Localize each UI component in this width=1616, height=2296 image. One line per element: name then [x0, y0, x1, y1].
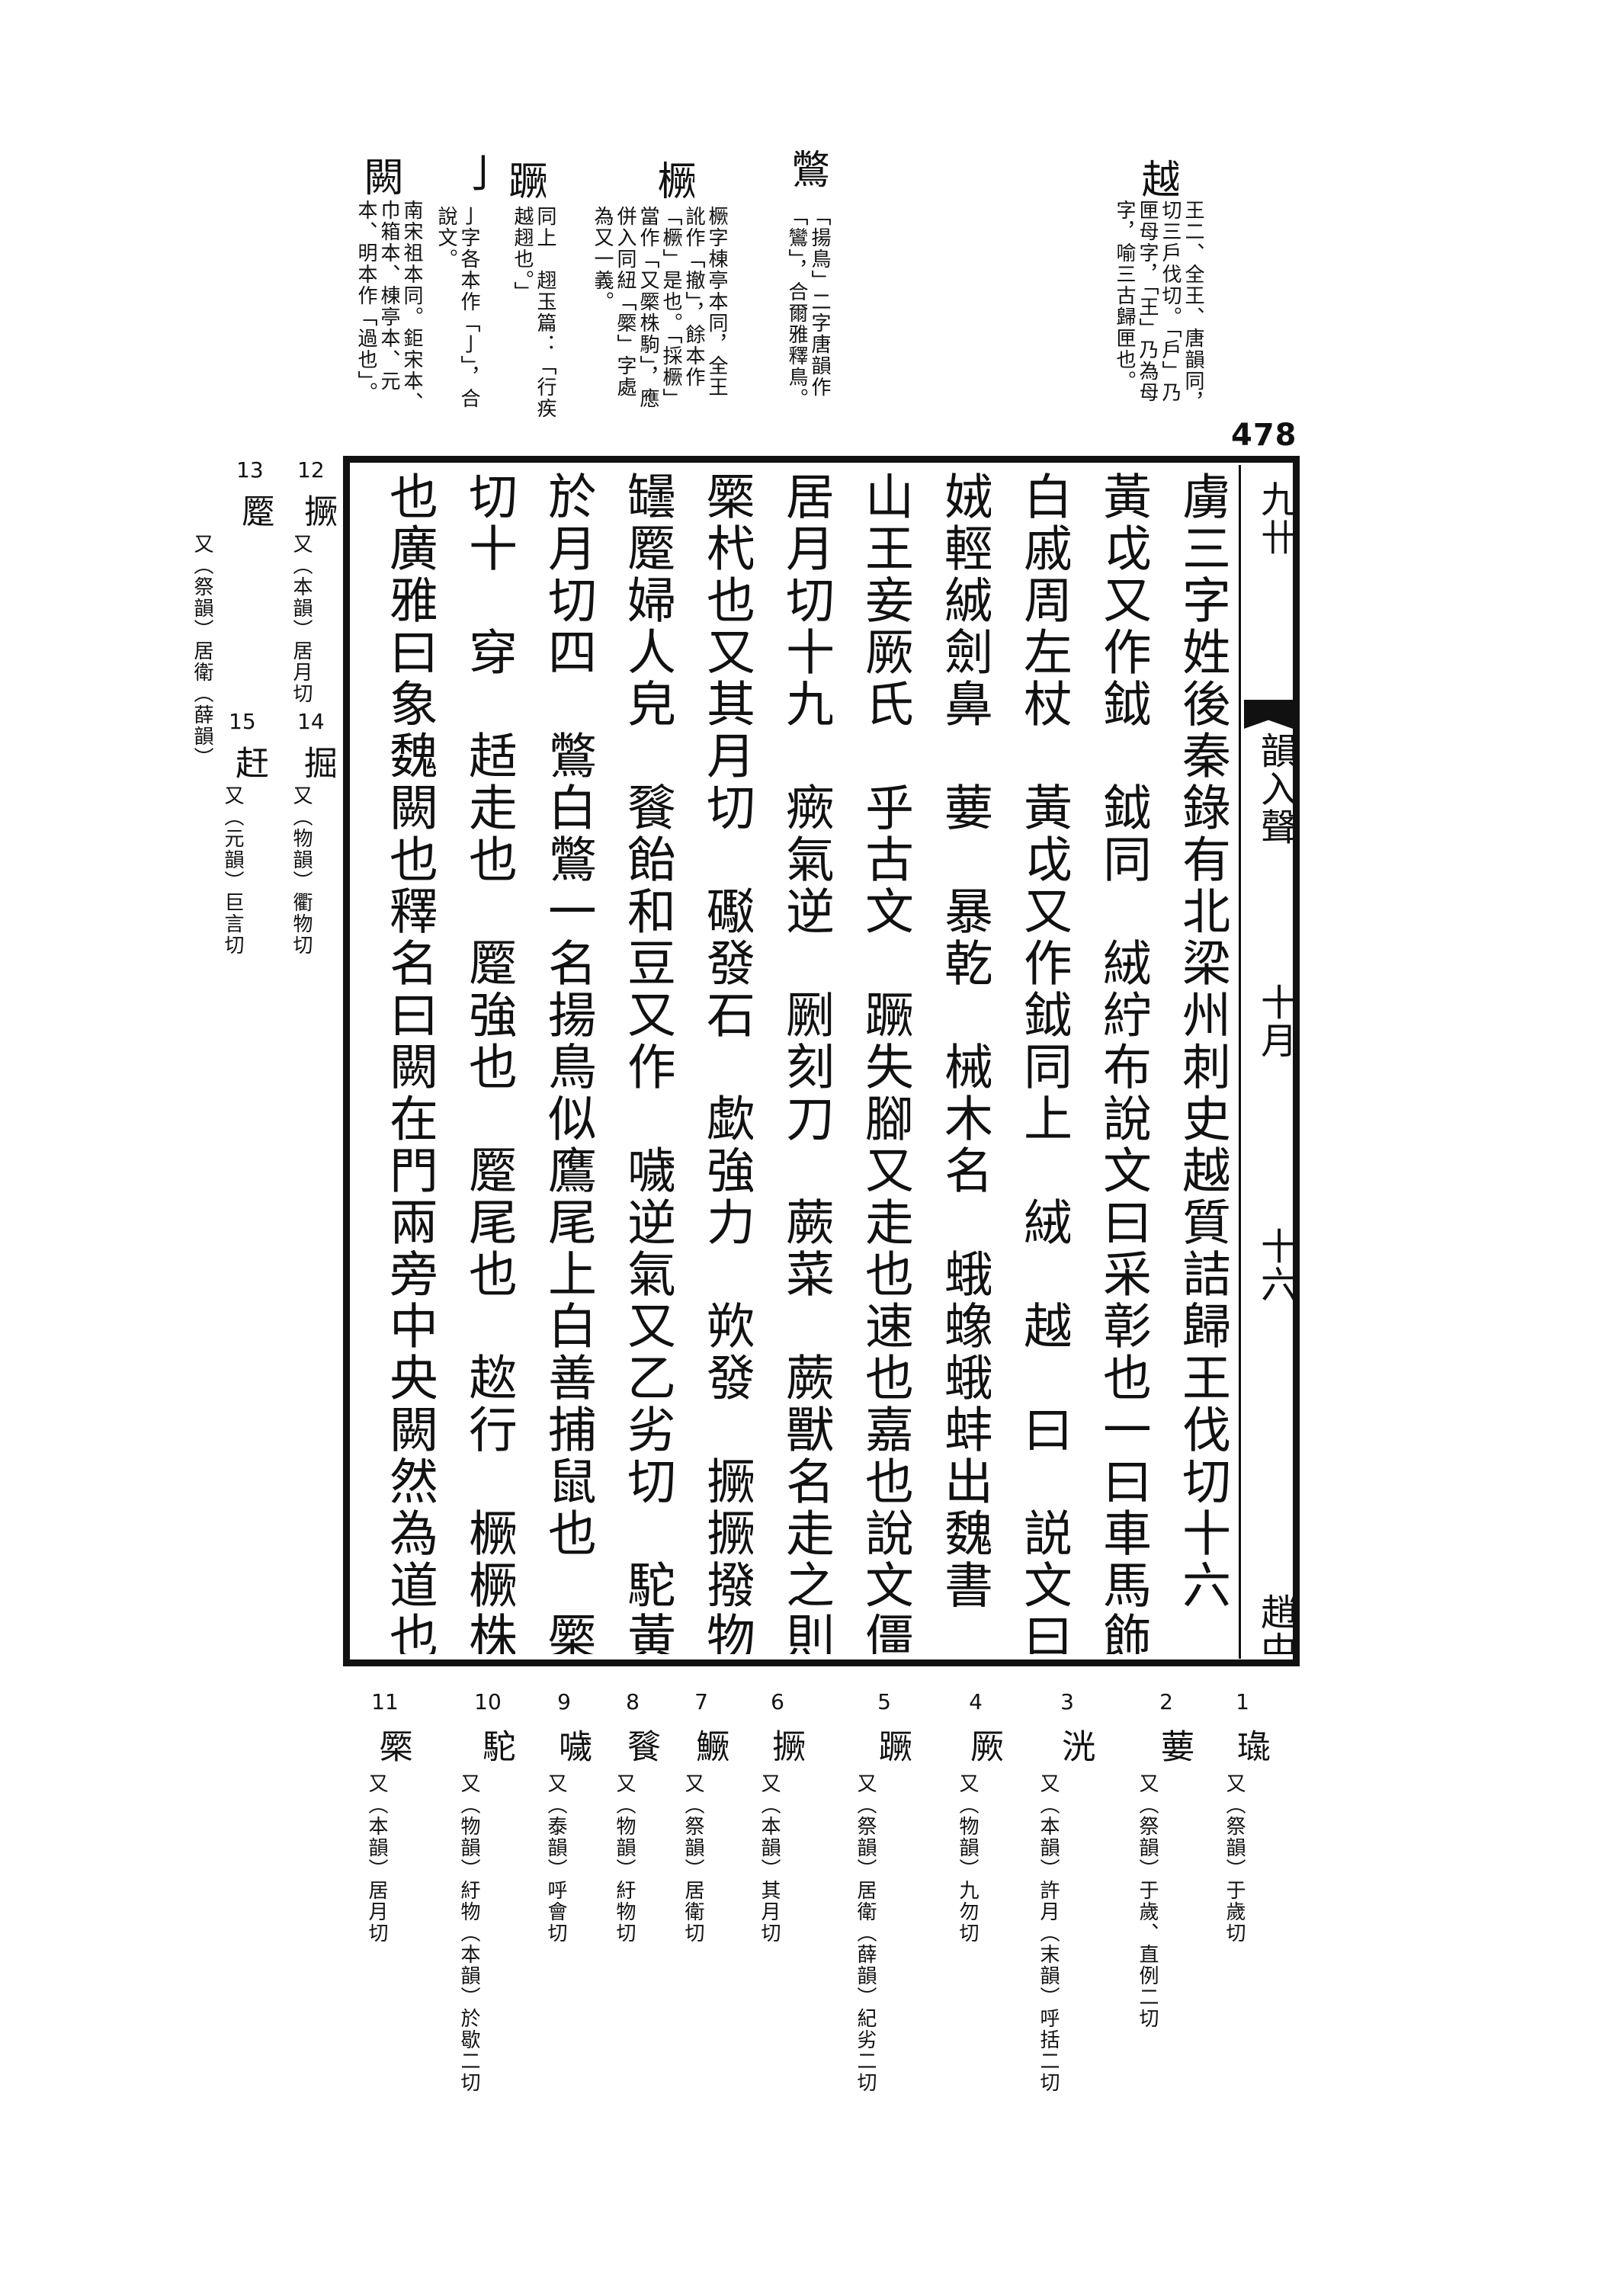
page-frame — [343, 456, 1300, 1666]
note-line-1-4: 字，喻三古歸匣也。 — [1113, 200, 1136, 392]
note-line-6-3: 本、明本作「過也」。 — [354, 200, 377, 403]
footnote-body: 又（本韻）其月切 — [758, 1773, 781, 1944]
side-note-head: 赶 — [229, 746, 268, 779]
footnote-number: 5 — [877, 1689, 891, 1714]
footnote-body: 又（泰韻）呼會切 — [544, 1773, 567, 1944]
header-volume: 九卄 — [1254, 480, 1297, 556]
note-line-3-1: 橛字棟亭本同，全王 — [705, 206, 728, 398]
note-line-3-4: 當作「又橜株駒」，應 — [636, 206, 659, 409]
header-rule — [1239, 465, 1241, 1659]
note-line-5-1: 亅字各本作「亅」，合 — [457, 206, 480, 409]
footnote-number: 3 — [1060, 1689, 1074, 1714]
note-line-3-5: 併入同紐「橜」字處 — [614, 206, 636, 398]
footnote-head: 駝 — [476, 1729, 515, 1762]
side-note-number: 15 — [229, 709, 256, 734]
footnote-head: 璏 — [1231, 1729, 1270, 1762]
note-line-2-1: 「揚鳥」二字唐韻作 — [808, 206, 831, 398]
page-frame-inner — [348, 460, 1295, 1662]
footnote-number: 1 — [1236, 1689, 1249, 1714]
footnote-number: 8 — [626, 1689, 640, 1714]
side-note-head: 撅 — [298, 494, 337, 528]
body-column-6: 居月切十九 瘚氣逆 劂刻刀 蕨菜 蕨獸名走之則顛蛩蛩前足高不得食而善走蟨常為蛩蛩… — [762, 471, 832, 1654]
body-column-1: 虜三字姓後秦錄有北梁州刺史越質詰歸王伐切十六 — [1174, 471, 1229, 1611]
footnote-body: 又（物韻）紆物切 — [613, 1773, 636, 1944]
body-column-3: 白戚周左杖 黃戉又作鉞同上 絨 越 曰 説文曰辞也於也之也 越 訏立 — [1015, 471, 1070, 1654]
header-page: 十六 — [1254, 1227, 1297, 1304]
footnote-body: 又（本韻）居月切 — [365, 1773, 388, 1944]
side-note-body: 又（物韻）衢物切 — [290, 785, 313, 956]
side-note-head: 掘 — [298, 746, 337, 779]
note-line-3-2: 訛作「撤」，餘本作 — [682, 206, 705, 388]
footnote-head: 橜 — [374, 1729, 412, 1762]
footnote-body: 又（物韻）九勿切 — [956, 1773, 979, 1944]
footnote-number: 6 — [771, 1689, 784, 1714]
page-number: 478 — [1231, 418, 1297, 453]
footnote-number: 11 — [371, 1689, 399, 1714]
side-note-head: 蹷 — [236, 494, 274, 528]
footnote-number: 2 — [1159, 1689, 1173, 1714]
note-line-1-3: 匣母字，「王」乃為母 — [1136, 200, 1159, 403]
footnote-number: 7 — [694, 1689, 708, 1714]
footnote-body: 又（祭韻）于歲切 — [1223, 1773, 1246, 1944]
body-column-5: 山王妾厥氏 乎古文 蹶失腳又走也速也嘉也說文僵也一曰跳也亦作蹷又音橜 蹶上同 趣… — [857, 471, 912, 1654]
footnote-body: 又（物韻）紆物（本韻）於歇二切 — [457, 1773, 480, 2093]
footnote-head: 撅 — [766, 1729, 805, 1762]
note-line-6-1: 南宋祖本同。鉅宋本、 — [400, 200, 423, 413]
footnote-head: 鱖 — [690, 1729, 729, 1762]
side-note-body: 又（本韻）居月切 — [290, 534, 313, 704]
footnote-head: 噦 — [553, 1729, 592, 1762]
footnote-head: 蹶 — [873, 1729, 912, 1762]
side-note-number: 14 — [297, 709, 325, 734]
footnote-body: 又（祭韻）居衛切 — [681, 1773, 704, 1944]
footnote-body: 又（祭韻）于歲、直例二切 — [1136, 1773, 1159, 2029]
header-publisher: 趙中 — [1254, 1593, 1297, 1654]
note-line-4-1: 同上 趐玉篇：「行疾 — [534, 206, 556, 419]
body-column-7: 橜杙也又其月切 礟發石 歔強力 欮發 撅撅撥物也 鱖魚名 孑短也 亅說文曰鉤識也… — [683, 471, 753, 1654]
note-line-4-2: 越趐也。」 — [511, 206, 534, 303]
note-line-1-2: 切三戶伐切。「戶」乃 — [1159, 200, 1182, 403]
note-head-5: 亅 — [457, 152, 500, 195]
footnote-number: 10 — [474, 1689, 502, 1714]
footnote-number: 4 — [969, 1689, 983, 1714]
footnote-head: 洸 — [1056, 1729, 1095, 1762]
side-note-number: 13 — [236, 457, 264, 483]
body-column-4: 娀輕絾劍鼻 葽 暴乾 械木名 蛾蟓蛾蚌出魏書 洸大水 厥其也亦短也說文曰發石也又… — [921, 471, 991, 1654]
footnote-head: 葽 — [1155, 1729, 1194, 1762]
footnote-body: 又（祭韻）居衛（薛韻）紀劣二切 — [854, 1773, 877, 2093]
footnote-head: 厥 — [964, 1729, 1003, 1762]
header-section: 韻入聲 — [1254, 732, 1297, 846]
footnote-body: 又（本韻）許月（末韻）呼括二切 — [1037, 1773, 1060, 2093]
note-head-4: 蹶 — [503, 160, 546, 203]
note-head-1: 越 — [1136, 159, 1178, 201]
footnote-number: 9 — [557, 1689, 571, 1714]
body-column-8: 罎蹷婦人皃 餮飴和豆又作 噦逆氣又乙劣切 駝黃黑色說文作黬黑有文也 鱖以角發物其… — [619, 471, 674, 1654]
body-column-2: 黃戉又作鉞 鉞同 絨紵布說文曰采彰也一曰車馬飾 樾樹陰 蚏蟹似蟚蚏而小 — [1095, 471, 1149, 1654]
note-head-3: 橛 — [652, 160, 694, 203]
note-line-2-2: 「鸞」，合爾雅釋鳥。 — [785, 206, 808, 409]
footnote-head: 餮 — [621, 1729, 660, 1762]
side-note-body: 又（祭韻）居衛（薛韻）紀劣二切 — [191, 534, 213, 762]
body-column-9: 於月切四 鷩白鷩一名揚鳥似鷹尾上白善捕鼠也 橜說文杙也一曰門梱亦作橛 撅採橛亦樗… — [524, 471, 595, 1654]
note-head-6: 闕 — [358, 156, 401, 199]
note-line-3-3: 「橛」是也。「採橛」 — [659, 206, 682, 409]
body-column-10: 切十 穿 趏走也 蹷強也 蹷尾也 趑行 橛橛株 厥山名 亅尾本 亅說文曰鉤逆者謂… — [445, 471, 515, 1654]
body-column-11: 也廣雅曰象魏闕也釋名曰闕在門兩旁中央闕然為道也又失也過不供也又姓出下邳漢有荊州刺… — [366, 471, 436, 1654]
note-line-3-6: 為又一義。 — [591, 206, 614, 313]
note-head-2: 鷩 — [785, 149, 828, 191]
side-note-number: 12 — [297, 457, 325, 483]
side-note-body: 又（元韻）巨言切 — [221, 785, 244, 956]
note-line-5-2: 說文。 — [434, 206, 457, 270]
header-rhyme: 十月 — [1254, 983, 1297, 1060]
note-line-6-2: 巾箱本、棟亭本、元 — [377, 200, 400, 392]
note-line-1-1: 王二、全王、唐韻同， — [1182, 200, 1204, 413]
